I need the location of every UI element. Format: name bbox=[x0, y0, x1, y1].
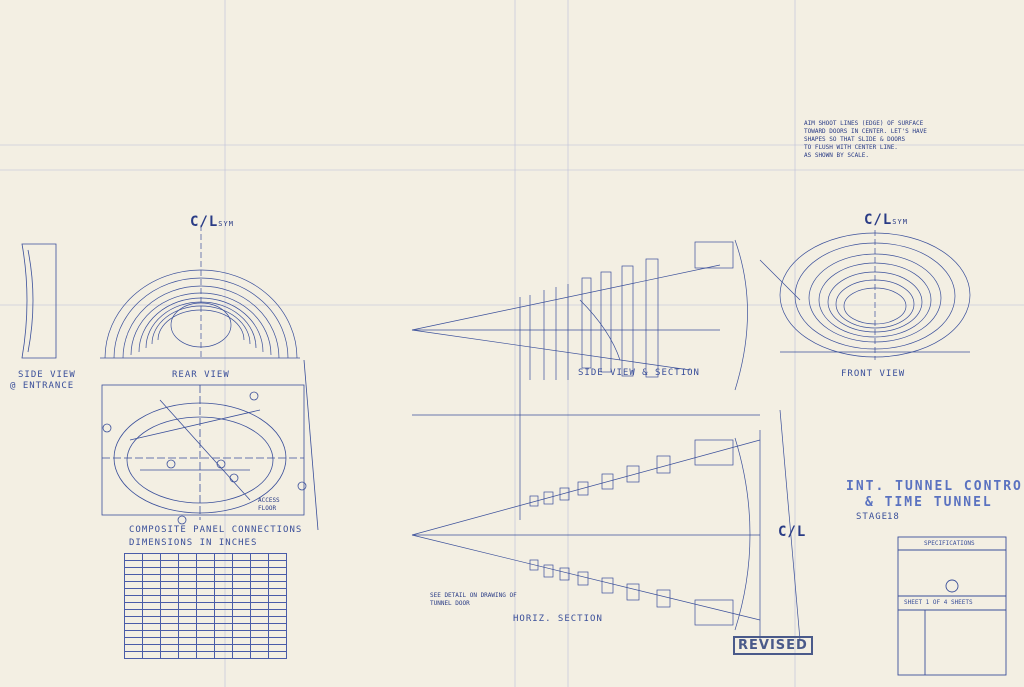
rear-view-label: REAR VIEW bbox=[172, 370, 230, 380]
table-row bbox=[124, 616, 287, 624]
table-row bbox=[124, 651, 287, 659]
revised-stamp: REVISED bbox=[733, 636, 813, 655]
centerline-bottom-label: C/L bbox=[778, 524, 807, 540]
front-view-label: FRONT VIEW bbox=[841, 369, 906, 379]
horiz-section bbox=[411, 409, 801, 641]
side-section-label: SIDE VIEW & SECTION bbox=[578, 368, 700, 378]
side-view-entrance bbox=[21, 243, 57, 359]
table-row bbox=[124, 581, 287, 589]
table-row bbox=[124, 602, 287, 610]
composite-note: COMPOSITE PANEL CONNECTIONS bbox=[129, 525, 303, 535]
table-row bbox=[124, 623, 287, 631]
centerline-right-text: C/L bbox=[864, 212, 893, 228]
centerline-left-text: C/L bbox=[190, 214, 219, 230]
title-line-2: & TIME TUNNEL bbox=[865, 495, 993, 510]
table-header-cell bbox=[214, 553, 233, 561]
table-header-cell bbox=[268, 553, 287, 561]
table-header-cell bbox=[124, 553, 143, 561]
table-row bbox=[124, 637, 287, 645]
table-row bbox=[124, 644, 287, 652]
side-view-sub-label: @ ENTRANCE bbox=[10, 381, 75, 391]
table-header-cell bbox=[250, 553, 269, 561]
table-header-cell bbox=[160, 553, 179, 561]
plan-view bbox=[101, 359, 319, 531]
centerline-right-sub: SYM bbox=[892, 218, 908, 226]
top-right-note: AIM SHOOT LINES (EDGE) OF SURFACE TOWARD… bbox=[804, 120, 927, 159]
title-block bbox=[897, 536, 1007, 676]
table-header-cell bbox=[178, 553, 197, 561]
centerline-left-sub: SYM bbox=[218, 220, 234, 228]
side-section bbox=[411, 239, 801, 520]
access-floor-note: ACCESS FLOOR bbox=[258, 497, 280, 512]
rear-view-rings bbox=[100, 225, 300, 360]
horiz-section-label: HORIZ. SECTION bbox=[513, 614, 603, 624]
table-row bbox=[124, 560, 287, 568]
dimensions-table bbox=[124, 553, 287, 659]
front-view-rings bbox=[779, 230, 971, 360]
table-header-cell bbox=[142, 553, 161, 561]
table-row bbox=[124, 588, 287, 596]
centerline-left-label: C/LSYM bbox=[190, 214, 234, 230]
table-header-cell bbox=[232, 553, 251, 561]
table-row bbox=[124, 630, 287, 638]
table-row bbox=[124, 567, 287, 575]
title-line-1: INT. TUNNEL CONTROL bbox=[846, 479, 1024, 494]
table-row bbox=[124, 609, 287, 617]
dimensions-note: DIMENSIONS IN INCHES bbox=[129, 538, 258, 548]
centerline-right-label: C/LSYM bbox=[864, 212, 908, 228]
side-view-label: SIDE VIEW bbox=[18, 370, 76, 380]
table-row bbox=[124, 595, 287, 603]
stage-number: 18 bbox=[887, 512, 900, 522]
table-header-cell bbox=[196, 553, 215, 561]
sheet-label: SHEET 1 OF 4 SHEETS bbox=[904, 599, 973, 606]
horiz-note: SEE DETAIL ON DRAWING OF TUNNEL DOOR bbox=[430, 592, 517, 607]
table-row bbox=[124, 574, 287, 582]
stage-label: STAGE bbox=[856, 512, 889, 522]
specifications-label: SPECIFICATIONS bbox=[924, 540, 975, 547]
